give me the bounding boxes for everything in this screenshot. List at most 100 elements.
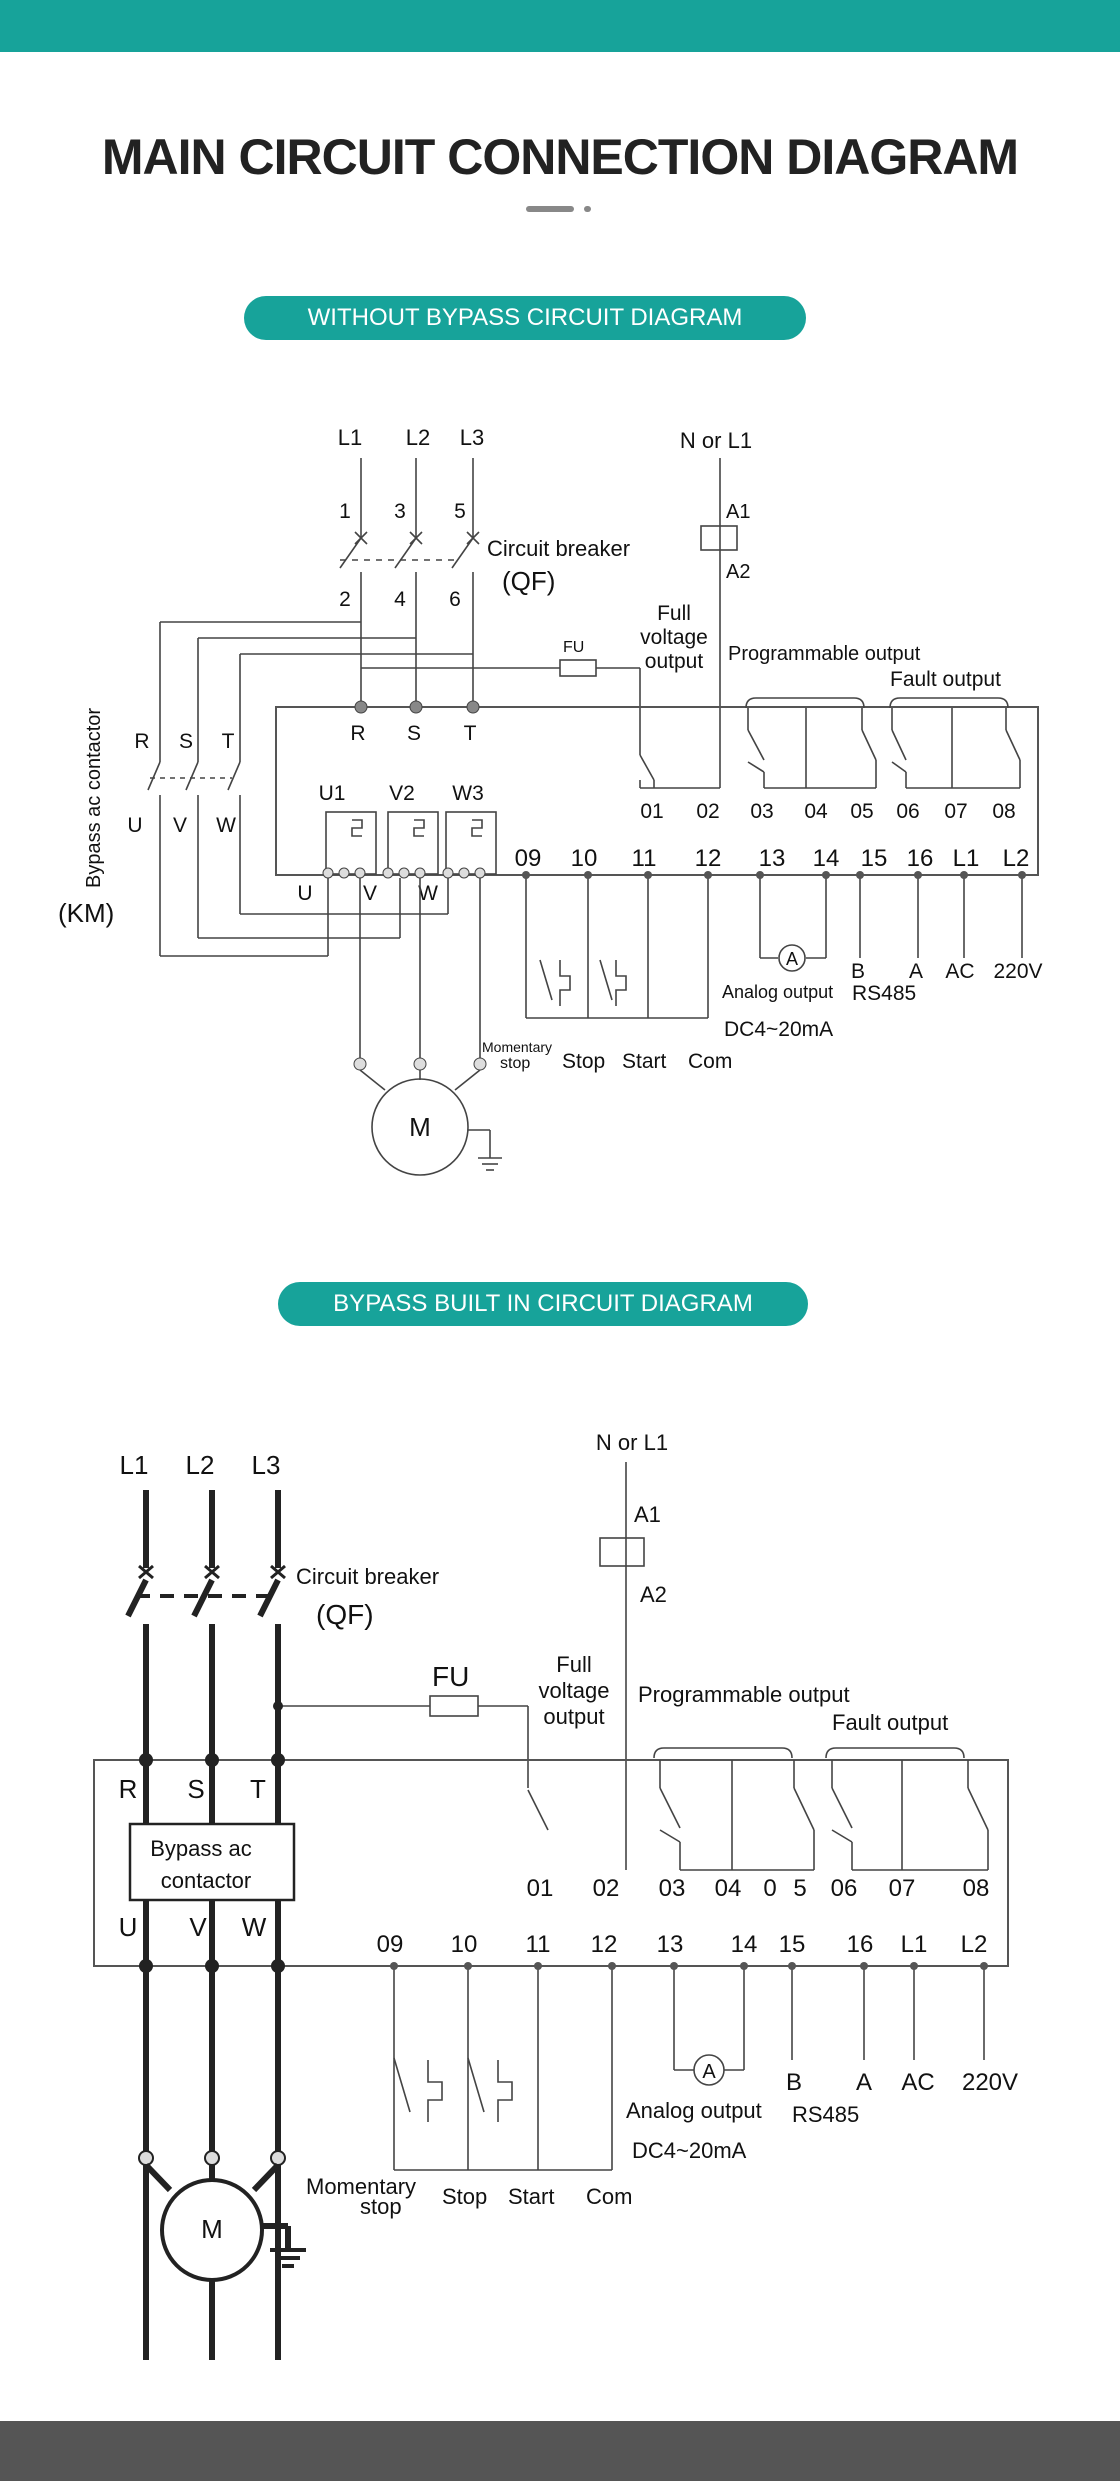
d1-meter: A — [786, 949, 798, 969]
d1-breaker-t3: 3 — [394, 500, 406, 523]
d1-input-t: T — [464, 722, 477, 745]
d1-relay-05: 05 — [850, 800, 873, 823]
d1-full-voltage-1: Full — [657, 602, 691, 625]
d2-relay-08: 08 — [963, 1875, 990, 1902]
d1-breaker-t1: 1 — [339, 500, 351, 523]
d1-com: Com — [688, 1050, 732, 1073]
d2-output-w: W — [242, 1912, 267, 1942]
diagram2-heading: BYPASS BUILT IN CIRCUIT DIAGRAM — [278, 1282, 808, 1326]
d1-bypass-u: U — [127, 814, 142, 837]
d1-supply-l1: L1 — [338, 425, 362, 450]
d2-ac: AC — [901, 2069, 934, 2096]
d1-momentary-1: Momentary — [482, 1039, 552, 1055]
d1-ctrl-14: 14 — [813, 845, 840, 872]
d2-full-voltage-2: voltage — [539, 1678, 610, 1703]
d2-fault-label: Fault output — [832, 1710, 948, 1735]
title-underline — [526, 206, 574, 212]
d1-input-s: S — [407, 722, 421, 745]
d1-bypass-r: R — [134, 730, 149, 753]
d1-bypass-label: Bypass ac contactor — [83, 708, 105, 888]
d1-motor: M — [409, 1112, 431, 1142]
d1-relay-08: 08 — [992, 800, 1015, 823]
d1-analog-label: Analog output — [722, 982, 833, 1002]
d1-relay-01: 01 — [640, 800, 663, 823]
d1-ctrl-12: 12 — [695, 845, 722, 872]
diagram1-heading: WITHOUT BYPASS CIRCUIT DIAGRAM — [244, 296, 806, 340]
footer-bar — [0, 2421, 1120, 2481]
d2-coil-supply: N or L1 — [596, 1430, 668, 1455]
d1-ctrl-15: 15 — [861, 845, 888, 872]
d1-relay-02: 02 — [696, 800, 719, 823]
d2-ctrl-11: 11 — [526, 1931, 551, 1958]
d1-voltage: 220V — [993, 960, 1042, 983]
d1-breaker-t5: 5 — [454, 500, 466, 523]
d2-meter: A — [702, 2061, 716, 2083]
d2-rs485-a: A — [856, 2069, 872, 2096]
d2-ctrl-15: 15 — [779, 1931, 806, 1958]
d1-fuse-label: FU — [563, 639, 584, 656]
d2-start: Start — [508, 2184, 554, 2209]
d1-bypass-v: V — [173, 814, 187, 837]
d2-com: Com — [586, 2184, 632, 2209]
d1-breaker-b2: 2 — [339, 588, 351, 611]
d2-ctrl-l2: L2 — [961, 1931, 988, 1958]
d1-programmable-label: Programmable output — [728, 643, 921, 665]
d2-rs485-b: B — [786, 2069, 802, 2096]
d2-bypass-box-2: contactor — [161, 1868, 252, 1893]
d1-ctrl-13: 13 — [759, 845, 786, 872]
d1-relay-06: 06 — [896, 800, 919, 823]
d1-output-w3: W3 — [452, 782, 484, 805]
d2-ctrl-l1: L1 — [901, 1931, 928, 1958]
d1-ctrl-l1: L1 — [953, 845, 980, 872]
d2-relay-03: 03 — [659, 1875, 686, 1902]
top-accent-bar — [0, 0, 1120, 52]
d1-output-u1: U1 — [319, 782, 346, 805]
page-title: MAIN CIRCUIT CONNECTION DIAGRAM — [101, 129, 1019, 185]
d1-motor-v: V — [363, 882, 377, 905]
d2-fuse-label: FU — [432, 1661, 469, 1692]
d1-bypass-code: (KM) — [58, 898, 114, 928]
d2-relay-05a: 0 — [763, 1875, 776, 1902]
d1-bypass-s: S — [179, 730, 193, 753]
title-underline-dot — [584, 206, 591, 212]
diagram2-bypass-built-in: L1 L2 L3 Circuit breaker (QF) N or L1 A1… — [93, 1430, 1018, 2360]
d1-motor-u: U — [297, 882, 312, 905]
d1-breaker-label: Circuit breaker — [487, 536, 630, 561]
d2-relay-04: 04 — [715, 1875, 742, 1902]
d1-full-voltage-2: voltage — [640, 626, 708, 649]
d2-ctrl-10: 10 — [451, 1931, 478, 1958]
d1-motor-w: W — [418, 882, 438, 905]
d2-supply-l3: L3 — [252, 1450, 281, 1480]
d2-full-voltage-1: Full — [556, 1652, 591, 1677]
d1-ac: AC — [945, 960, 974, 983]
d2-input-t: T — [250, 1774, 266, 1804]
d1-relay-04: 04 — [804, 800, 828, 823]
d2-relay-01: 01 — [527, 1875, 554, 1902]
d1-full-voltage-3: output — [645, 650, 704, 673]
d1-supply-l2: L2 — [406, 425, 430, 450]
d1-breaker-b6: 6 — [449, 588, 461, 611]
d1-relay-07: 07 — [944, 800, 967, 823]
d1-coil-a2: A2 — [726, 561, 750, 583]
d2-momentary-2: stop — [360, 2194, 402, 2219]
d2-ctrl-16: 16 — [847, 1931, 874, 1958]
d1-analog-range: DC4~20mA — [724, 1018, 833, 1041]
d1-rs485: RS485 — [852, 982, 916, 1005]
d2-output-v: V — [189, 1912, 207, 1942]
d2-ctrl-13: 13 — [657, 1931, 684, 1958]
d2-analog-label: Analog output — [626, 2098, 762, 2123]
d1-input-r: R — [350, 722, 365, 745]
d2-motor: M — [201, 2214, 223, 2244]
d1-ctrl-16: 16 — [907, 845, 934, 872]
d2-input-s: S — [187, 1774, 204, 1804]
diagram1-without-bypass: L1 L2 L3 1 3 5 2 4 6 Circuit breaker (QF… — [58, 425, 1043, 1176]
d1-rs485-b: B — [851, 960, 865, 983]
d2-voltage: 220V — [962, 2069, 1018, 2096]
d2-momentary-1: Momentary — [306, 2174, 416, 2199]
d1-bypass-t: T — [222, 730, 235, 753]
d2-coil-a1: A1 — [634, 1502, 661, 1527]
d2-output-u: U — [119, 1912, 138, 1942]
d2-ctrl-09: 09 — [377, 1931, 404, 1958]
d1-ctrl-l2: L2 — [1003, 845, 1030, 872]
d2-ctrl-12: 12 — [591, 1931, 618, 1958]
